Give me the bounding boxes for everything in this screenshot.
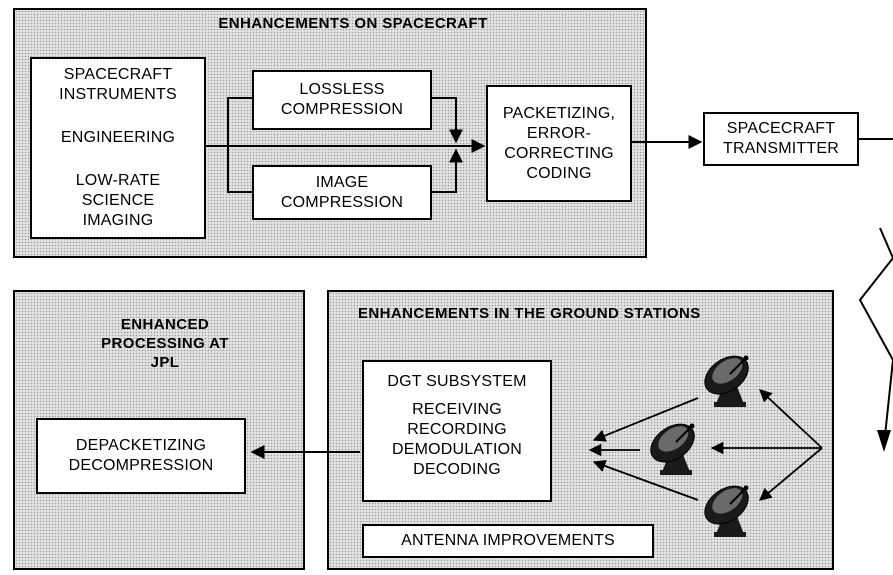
sources-line: LOW-RATE [75,172,161,189]
image-comp-line: IMAGE [315,173,369,191]
jpl-title-line: PROCESSING AT [101,335,229,352]
packetizing-line: ERROR- [526,124,592,142]
ground-arrows [250,389,823,501]
sources-line: SCIENCE [81,192,155,209]
packetizing-line: CODING [526,164,592,182]
transmitter-line: TRANSMITTER [723,140,839,157]
depacket-line: DEPACKETIZING [75,437,207,454]
sources-line: INSTRUMENTS [59,86,177,103]
dish-antenna-icon [696,347,757,408]
depacketizing-box: DEPACKETIZING DECOMPRESSION [36,418,246,494]
sources-line: ENGINEERING [60,129,176,146]
sources-line: IMAGING [82,212,154,229]
lossless-line: LOSSLESS [299,81,385,98]
dish-antenna-icon [696,477,757,538]
spacecraft-panel-title: ENHANCEMENTS ON SPACECRAFT [218,15,488,32]
image-comp-line: COMPRESSION [280,193,404,211]
lossless-compression-box: LOSSLESS COMPRESSION [252,70,432,130]
sources-line: SPACECRAFT [63,66,173,83]
packetizing-line: PACKETIZING, [502,104,616,122]
jpl-title-line: ENHANCED [120,316,210,333]
image-compression-box: IMAGE COMPRESSION [252,165,432,220]
depacket-line: DECOMPRESSION [68,457,214,474]
dgt-line: RECORDING [407,421,507,438]
dgt-line: DECODING [413,461,501,478]
jpl-title-line: JPL [150,354,180,371]
lossless-line: COMPRESSION [280,101,404,118]
packetizing-box: PACKETIZING, ERROR- CORRECTING CODING [486,85,632,202]
jpl-panel-title: ENHANCED PROCESSING AT JPL [80,315,250,372]
downlink-signal [858,227,893,452]
transmitter-line: SPACECRAFT [726,120,836,137]
ground-panel-title: ENHANCEMENTS IN THE GROUND STATIONS [358,305,701,322]
spacecraft-transmitter-box: SPACECRAFT TRANSMITTER [703,112,859,166]
antenna-improvements-label: ANTENNA IMPROVEMENTS [401,532,615,549]
dgt-line: RECEIVING [412,401,502,418]
spacecraft-wiring [206,97,893,193]
dgt-subsystem-box: DGT SUBSYSTEM RECEIVING RECORDING DEMODU… [362,360,552,502]
spacecraft-sources-box: SPACECRAFT INSTRUMENTS ENGINEERING LOW-R… [30,57,206,239]
dgt-line: DGT SUBSYSTEM [387,373,527,390]
antenna-improvements-box: ANTENNA IMPROVEMENTS [362,524,654,558]
packetizing-line: CORRECTING [504,144,614,162]
dgt-line: DEMODULATION [391,441,523,458]
dish-antenna-icon [642,415,703,476]
